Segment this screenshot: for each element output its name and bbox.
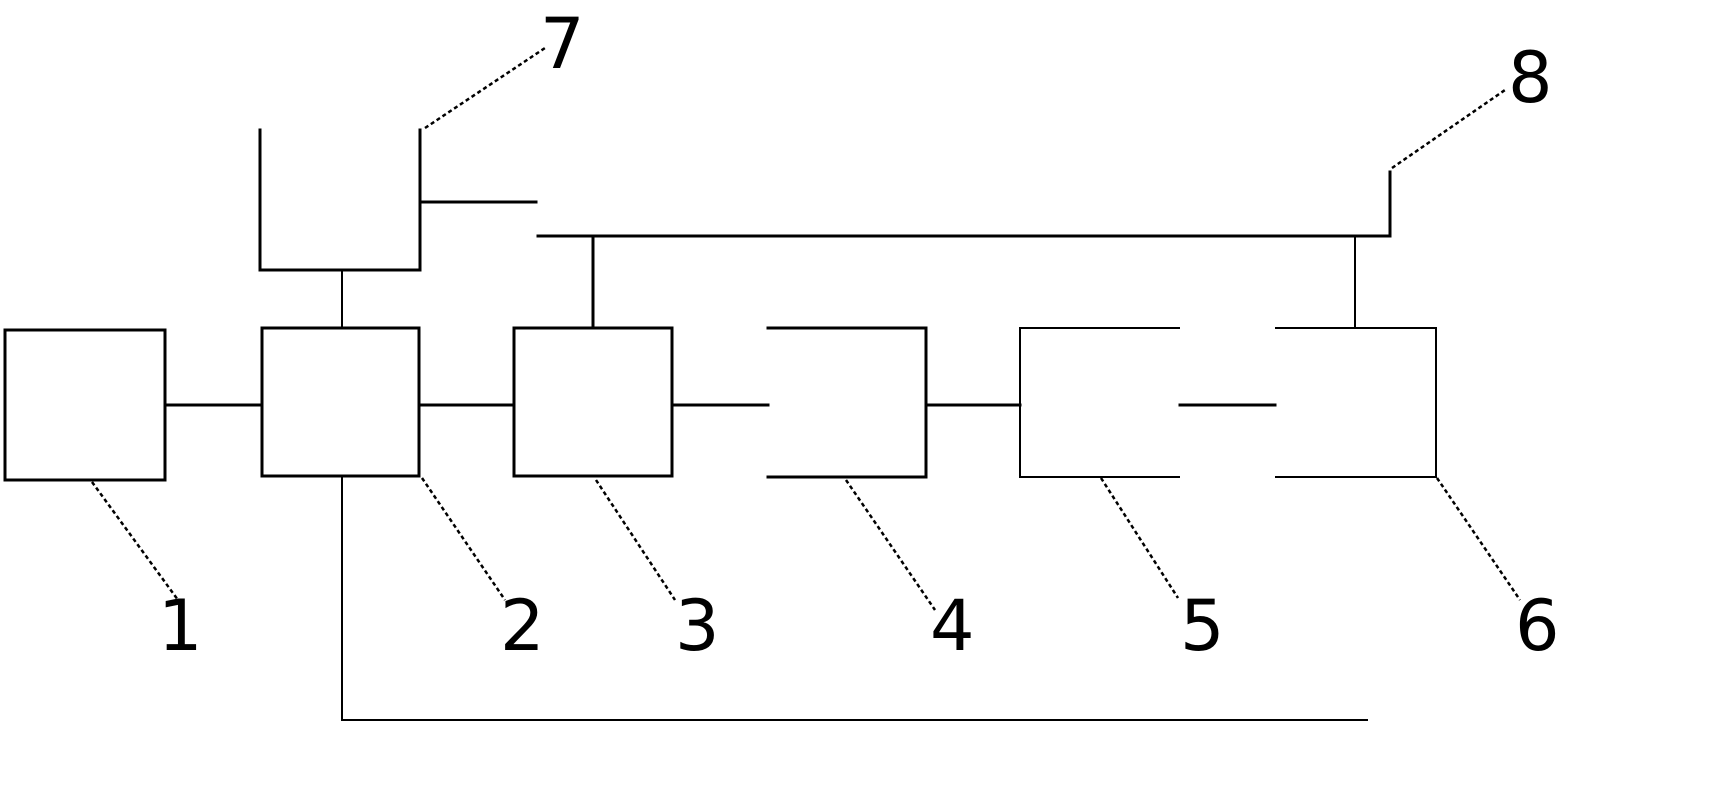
leader-4 bbox=[844, 479, 937, 611]
label-1: 1 bbox=[158, 585, 203, 667]
label-2: 2 bbox=[500, 585, 545, 667]
label-3: 3 bbox=[675, 585, 720, 667]
leader-5 bbox=[1099, 477, 1180, 599]
leader-8 bbox=[1391, 88, 1506, 170]
leader-7 bbox=[424, 46, 546, 130]
leader-1 bbox=[90, 481, 180, 601]
block-3 bbox=[512, 326, 674, 478]
label-7: 7 bbox=[540, 3, 585, 85]
block-2 bbox=[260, 326, 421, 478]
pipe-8 bbox=[536, 170, 1392, 238]
leader-3 bbox=[594, 479, 677, 601]
label-8: 8 bbox=[1508, 37, 1553, 119]
block-6 bbox=[1275, 327, 1437, 478]
leader-2 bbox=[420, 477, 507, 601]
leader-6 bbox=[1435, 477, 1522, 601]
block-1 bbox=[3, 328, 167, 482]
return-line bbox=[341, 476, 1368, 721]
label-4: 4 bbox=[930, 585, 975, 667]
vessel-7 bbox=[258, 128, 422, 272]
label-5: 5 bbox=[1180, 585, 1225, 667]
label-6: 6 bbox=[1515, 585, 1560, 667]
block-4 bbox=[766, 326, 928, 479]
block-5 bbox=[1019, 327, 1180, 478]
